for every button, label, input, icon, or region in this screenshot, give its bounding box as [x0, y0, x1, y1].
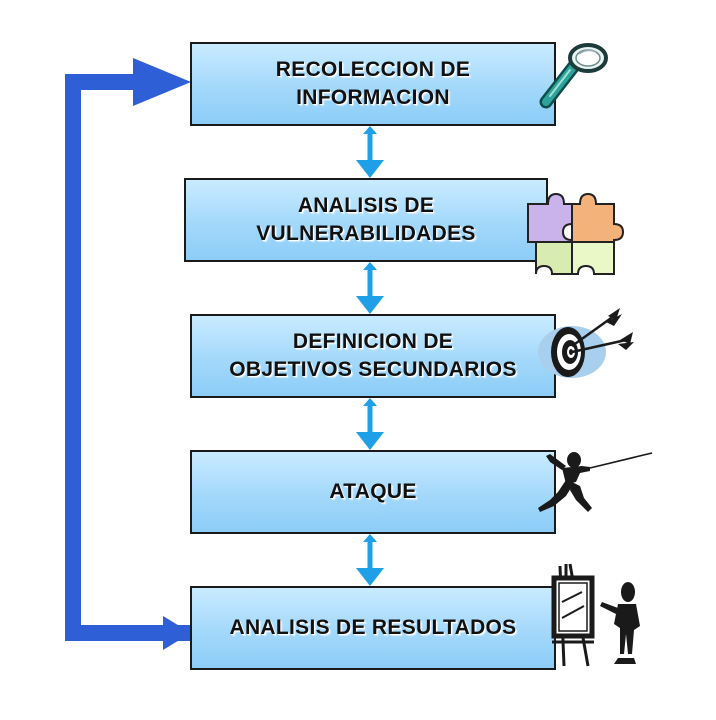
puzzle-pieces-icon	[527, 192, 625, 275]
step-label-4: ATAQUE	[329, 480, 417, 503]
connector-arrow-4	[356, 534, 384, 586]
fencer-icon	[538, 452, 653, 512]
connector-arrow-1	[356, 126, 384, 178]
presenter-easel-icon	[551, 563, 640, 667]
connector-arrow-2	[356, 262, 384, 314]
step-label-2: ANALISIS DE VULNERABILIDADES	[256, 194, 476, 245]
magnifying-glass-icon	[539, 43, 608, 109]
step-box-2: ANALISIS DE VULNERABILIDADES	[184, 178, 548, 262]
loop-arrowhead-bottom	[163, 616, 191, 650]
step-label-3: DEFINICION DE OBJETIVOS SECUNDARIOS	[229, 330, 517, 381]
target-with-arrows-icon	[538, 308, 634, 378]
connector-arrow-3	[356, 398, 384, 450]
step-box-5: ANALISIS DE RESULTADOS	[190, 586, 556, 670]
step-box-4: ATAQUE	[190, 450, 556, 534]
step-box-3: DEFINICION DE OBJETIVOS SECUNDARIOS	[190, 314, 556, 398]
loop-arrowhead-top	[133, 58, 191, 106]
step-label-1: RECOLECCION DE INFORMACION	[275, 58, 471, 109]
step-box-1: RECOLECCION DE INFORMACION	[190, 42, 556, 126]
step-label-5: ANALISIS DE RESULTADOS	[229, 616, 517, 639]
